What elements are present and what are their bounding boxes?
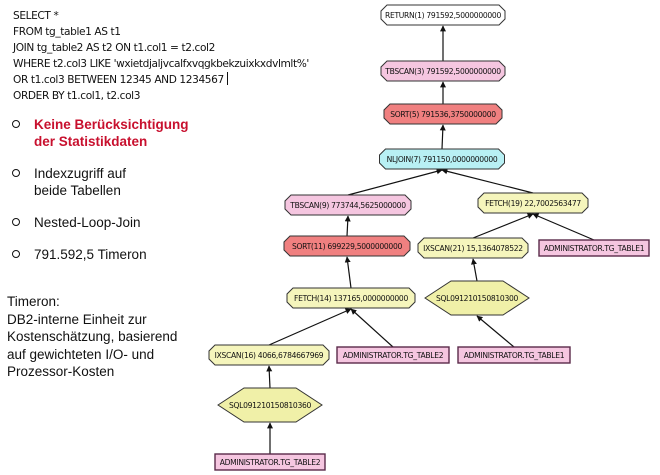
text-cursor	[226, 72, 228, 85]
plan-edge-table1a-to-fetch19	[532, 213, 595, 241]
bullet-text: Indexzugriff auf	[34, 166, 127, 181]
plan-node-shape	[217, 387, 323, 423]
plan-node-tbscan9[interactable]: TBSCAN(9) 773744,5625000000	[284, 194, 412, 216]
timeron-note: Timeron: DB2-interne Einheit zur Kostens…	[7, 293, 207, 381]
bullet-list: Keine Berücksichtigung der Statistikdate…	[10, 116, 210, 278]
plan-edge-table2a-to-fetch14	[350, 308, 394, 348]
plan-node-label: ADMINISTRATOR.TG_TABLE1	[464, 351, 565, 360]
plan-node-label: TBSCAN(3) 791592,5000000000	[384, 67, 501, 76]
plan-node-shape	[380, 60, 506, 82]
plan-node-label: ADMINISTRATOR.TG_TABLE1	[544, 244, 645, 253]
plan-node-table2a[interactable]: ADMINISTRATOR.TG_TABLE2	[336, 346, 450, 364]
sql-line-text: OR t1.col3 BETWEEN 12345 AND 1234567	[13, 74, 224, 86]
plan-edge-fetch19-to-nljoin7	[441, 168, 534, 194]
plan-node-table1a[interactable]: ADMINISTRATOR.TG_TABLE1	[538, 239, 650, 257]
plan-node-label: ADMINISTRATOR.TG_TABLE2	[343, 351, 444, 360]
sql-line: ORDER BY t1.col1, t2.col3	[13, 90, 141, 102]
note-line: DB2-interne Einheit zur	[7, 311, 147, 327]
plan-node-label: RETURN(1) 791592,5000000000	[385, 11, 501, 20]
plan-edge-ixscan16-to-fetch14	[268, 308, 352, 346]
plan-node-shape	[283, 235, 411, 257]
plan-edge-nljoin7-to-sort5	[439, 124, 446, 150]
sql-query: SELECT * FROM tg_table1 AS t1 JOIN tg_ta…	[13, 8, 309, 104]
plan-node-label: FETCH(19) 22,7002563477	[485, 199, 581, 208]
bullet-text: der Statistikdaten	[34, 134, 148, 149]
bullet-item: Indexzugriff auf beide Tabellen	[10, 165, 210, 199]
plan-node-label: IXSCAN(16) 4066,6784667969	[215, 351, 324, 360]
plan-node-shape	[284, 194, 412, 216]
sql-line: WHERE t2.col3 LIKE 'wxietdjaljvcalfxvqgk…	[13, 58, 309, 70]
plan-node-label: FETCH(14) 137165,0000000000	[294, 294, 408, 303]
plan-node-shape	[538, 239, 650, 257]
plan-node-index360[interactable]: SQL091210150810360	[217, 387, 323, 423]
plan-node-shape	[383, 103, 503, 125]
bullet-circle-icon	[12, 218, 20, 226]
plan-node-label: ADMINISTRATOR.TG_TABLE2	[220, 458, 321, 467]
sql-line: FROM tg_table1 AS t1	[13, 26, 121, 38]
plan-node-table2b[interactable]: ADMINISTRATOR.TG_TABLE2	[214, 453, 326, 471]
plan-node-shape	[380, 4, 506, 26]
bullet-circle-icon	[12, 250, 20, 258]
plan-node-shape	[417, 237, 529, 259]
plan-node-label: NLJOIN(7) 791150,0000000000	[387, 155, 498, 164]
bullet-circle-icon	[12, 169, 20, 177]
sql-line: SELECT *	[13, 10, 59, 22]
plan-edge-fetch14-to-sort11	[344, 256, 352, 289]
plan-node-table1b[interactable]: ADMINISTRATOR.TG_TABLE1	[457, 346, 571, 364]
plan-node-ixscan16[interactable]: IXSCAN(16) 4066,6784667969	[208, 344, 330, 366]
bullet-text: beide Tabellen	[34, 183, 121, 198]
bullet-circle-icon	[12, 120, 20, 128]
bullet-item: Nested-Loop-Join	[10, 214, 210, 231]
plan-node-ixscan21[interactable]: IXSCAN(21) 15,1364078522	[417, 237, 529, 259]
plan-node-sort5[interactable]: SORT(5) 791536,3750000000	[383, 103, 503, 125]
plan-node-label: TBSCAN(9) 773744,5625000000	[289, 201, 406, 210]
plan-node-label: SORT(5) 791536,3750000000	[390, 110, 496, 119]
sql-line: OR t1.col3 BETWEEN 12345 AND 1234567	[13, 72, 309, 88]
note-line: Prozessor-Kosten	[7, 364, 115, 379]
plan-edge-tbscan9-to-nljoin7	[347, 168, 443, 196]
plan-node-fetch19[interactable]: FETCH(19) 22,7002563477	[477, 192, 589, 214]
plan-node-shape	[477, 192, 589, 214]
plan-edge-index300-to-ixscan21	[471, 258, 478, 282]
plan-node-shape	[286, 287, 416, 309]
note-line: auf gewichteten I/O- und	[7, 346, 155, 362]
plan-node-sort11[interactable]: SORT(11) 699229,5000000000	[283, 235, 411, 257]
plan-node-label: SORT(11) 699229,5000000000	[292, 242, 403, 251]
plan-node-nljoin7[interactable]: NLJOIN(7) 791150,0000000000	[379, 148, 505, 170]
plan-edge-index360-to-ixscan16	[266, 365, 273, 389]
bullet-item: 791.592,5 Timeron	[10, 246, 210, 263]
plan-node-tbscan3[interactable]: TBSCAN(3) 791592,5000000000	[380, 60, 506, 82]
note-line: Kostenschätzung, basierend	[7, 329, 178, 344]
bullet-text: Keine Berücksichtigung	[34, 117, 189, 132]
plan-node-index300[interactable]: SQL091210150810300	[424, 280, 530, 316]
plan-node-label: SQL091210150810300	[436, 294, 519, 303]
plan-node-fetch14[interactable]: FETCH(14) 137165,0000000000	[286, 287, 416, 309]
sql-line: JOIN tg_table2 AS t2 ON t1.col1 = t2.col…	[13, 42, 215, 54]
plan-node-shape	[208, 344, 330, 366]
plan-node-label: IXSCAN(21) 15,1364078522	[423, 244, 523, 253]
note-title: Timeron:	[7, 294, 60, 309]
plan-edge-ixscan21-to-fetch19	[472, 213, 534, 239]
plan-edge-sort11-to-tbscan9	[344, 215, 351, 237]
plan-node-shape	[424, 280, 530, 316]
plan-node-shape	[214, 453, 326, 471]
plan-node-shape	[457, 346, 571, 364]
plan-node-return1[interactable]: RETURN(1) 791592,5000000000	[380, 4, 506, 26]
bullet-item: Keine Berücksichtigung der Statistikdate…	[10, 116, 210, 150]
bullet-text: 791.592,5 Timeron	[34, 247, 147, 262]
plan-node-label: SQL091210150810360	[229, 401, 312, 410]
bullet-text: Nested-Loop-Join	[34, 215, 141, 230]
plan-node-shape	[336, 346, 450, 364]
plan-node-shape	[379, 148, 505, 170]
plan-edge-table1b-to-index300	[476, 315, 515, 348]
